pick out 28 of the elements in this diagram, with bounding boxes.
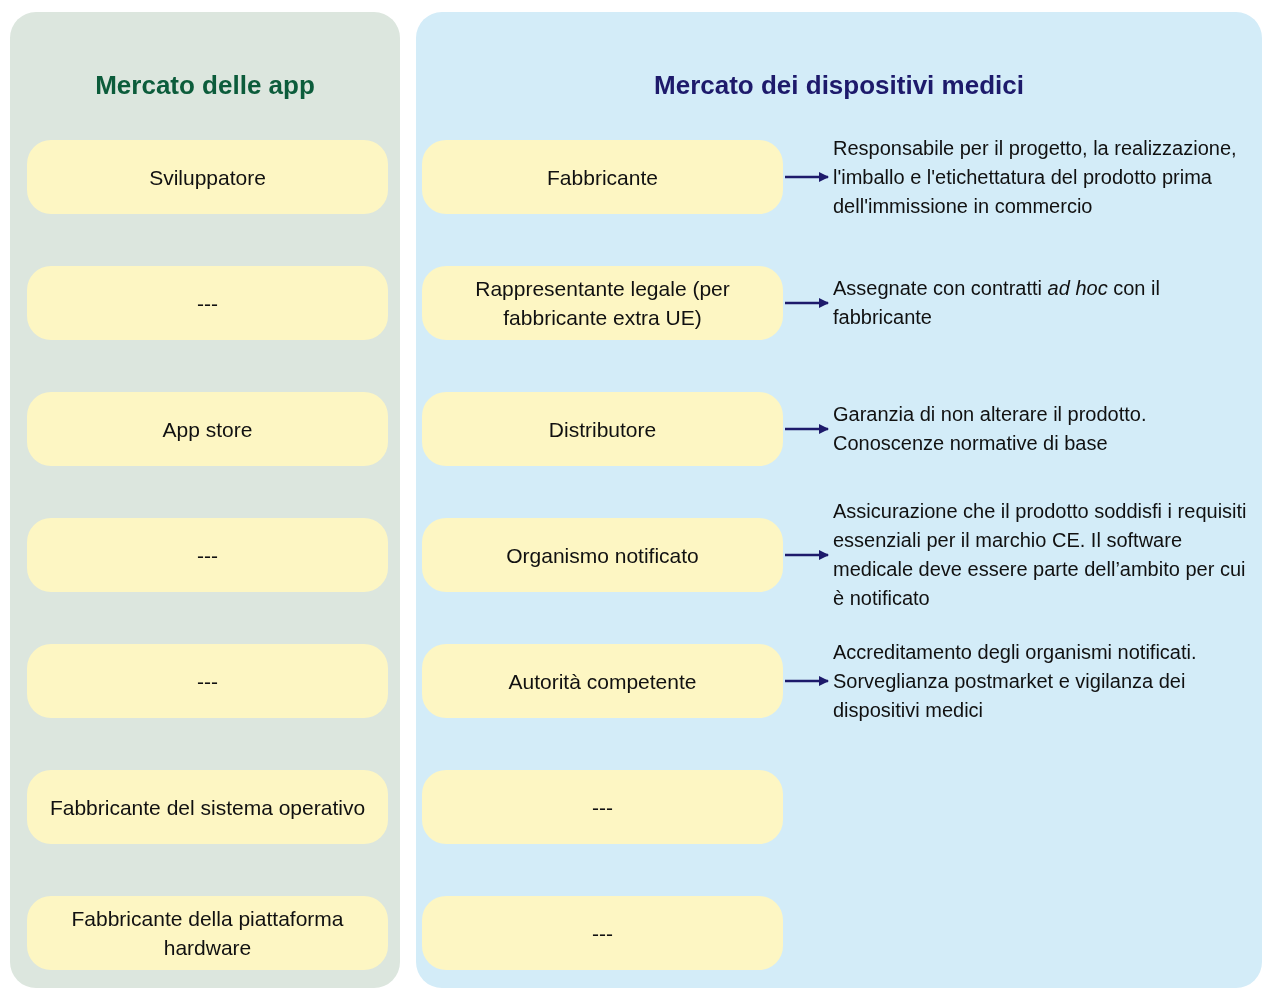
column-heading: Mercato dei dispositivi medici: [653, 70, 1025, 101]
role-box: ---: [27, 518, 388, 592]
arrow: [785, 550, 829, 560]
role-box: Sviluppatore: [27, 140, 388, 214]
description-text: Accreditamento degli organismi notificati. Sorveglianza postmarket e vigilanza dei dispositivi medici: [833, 637, 1258, 725]
arrow: [785, 172, 829, 182]
role-box: Fabbricante: [422, 140, 783, 214]
role-box: ---: [27, 266, 388, 340]
role-box: ---: [422, 770, 783, 844]
column-heading: Mercato delle app: [94, 70, 316, 101]
role-box: ---: [27, 644, 388, 718]
description-text: Assegnate con contratti ad hoc con il fabbricante: [833, 274, 1258, 332]
description-text: Assicurazione che il prodotto soddisfi i requisiti essenziali per il marchio CE. Il software medicale deve essere parte dell’ambito per cui è notificato: [833, 497, 1258, 613]
role-box: Rappresentante legale (per fabbricante extra UE): [422, 266, 783, 340]
arrow: [785, 298, 829, 308]
description-text: Responsabile per il progetto, la realizzazione, l'imballo e l'etichettatura del prodotto prima dell'immissione in commercio: [833, 133, 1258, 221]
role-box: Organismo notificato: [422, 518, 783, 592]
role-box: ---: [422, 896, 783, 970]
role-box: Autorità competente: [422, 644, 783, 718]
description-text: Garanzia di non alterare il prodotto. Conoscenze normative di base: [833, 400, 1258, 458]
role-box: Fabbricante del sistema operativo: [27, 770, 388, 844]
column-panel: [416, 12, 1262, 988]
role-box: App store: [27, 392, 388, 466]
role-box: Distributore: [422, 392, 783, 466]
arrow: [785, 676, 829, 686]
arrow: [785, 424, 829, 434]
column-panel: [10, 12, 400, 988]
role-box: Fabbricante della piattaforma hardware: [27, 896, 388, 970]
